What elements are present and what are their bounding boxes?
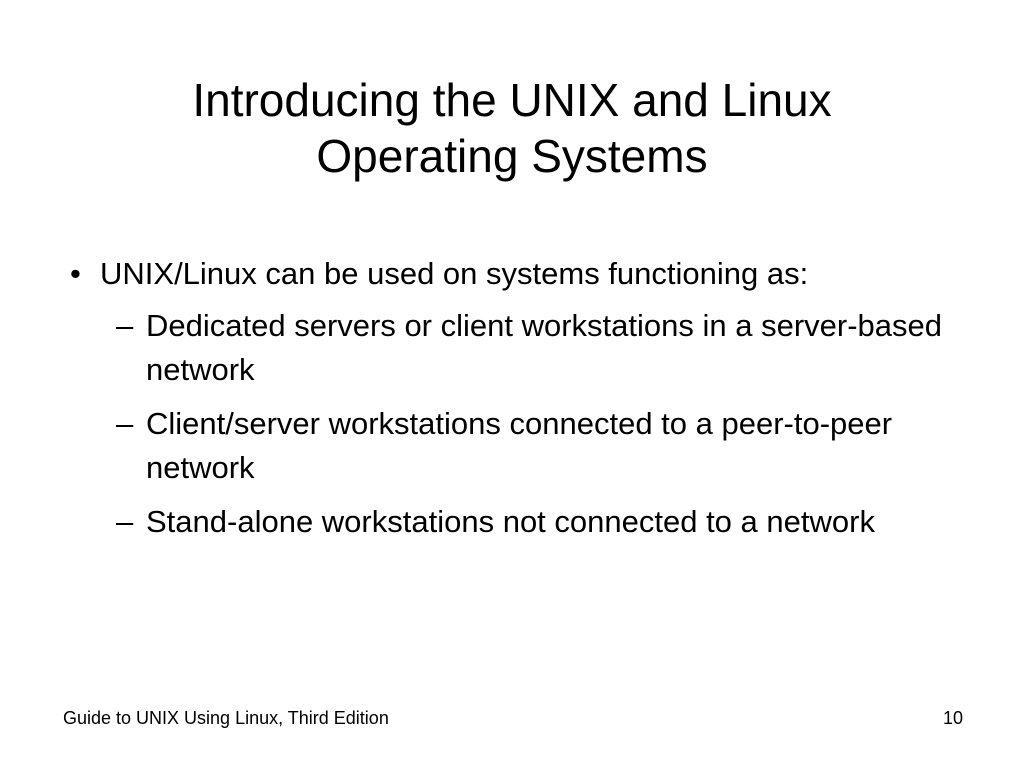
bullet-item: • UNIX/Linux can be used on systems func… [62,252,972,296]
bullet-text: UNIX/Linux can be used on systems functi… [100,256,809,291]
page-number: 10 [942,708,963,728]
sub-item-dedicated-servers: – Dedicated servers or client workstatio… [62,304,972,392]
slide-title: Introducing the UNIX and Linux Operating… [62,72,962,184]
bullet-marker: • [70,256,81,291]
sub-item-text: Client/server workstations connected to … [146,406,893,485]
sub-item-stand-alone: – Stand-alone workstations not connected… [62,500,972,544]
sub-bullet-marker: – [116,406,134,441]
footer-book-title: Guide to UNIX Using Linux, Third Edition [63,708,389,728]
sub-item-text: Dedicated servers or client workstations… [146,308,943,387]
slide-body: • UNIX/Linux can be used on systems func… [62,252,972,554]
sub-bullet-marker: – [116,504,134,539]
sub-bullet-marker: – [116,308,134,343]
sub-item-client-server: – Client/server workstations connected t… [62,402,972,490]
sub-item-text: Stand-alone workstations not connected t… [146,504,875,539]
title-line-2: Operating Systems [316,130,708,182]
title-line-1: Introducing the UNIX and Linux [192,74,832,126]
